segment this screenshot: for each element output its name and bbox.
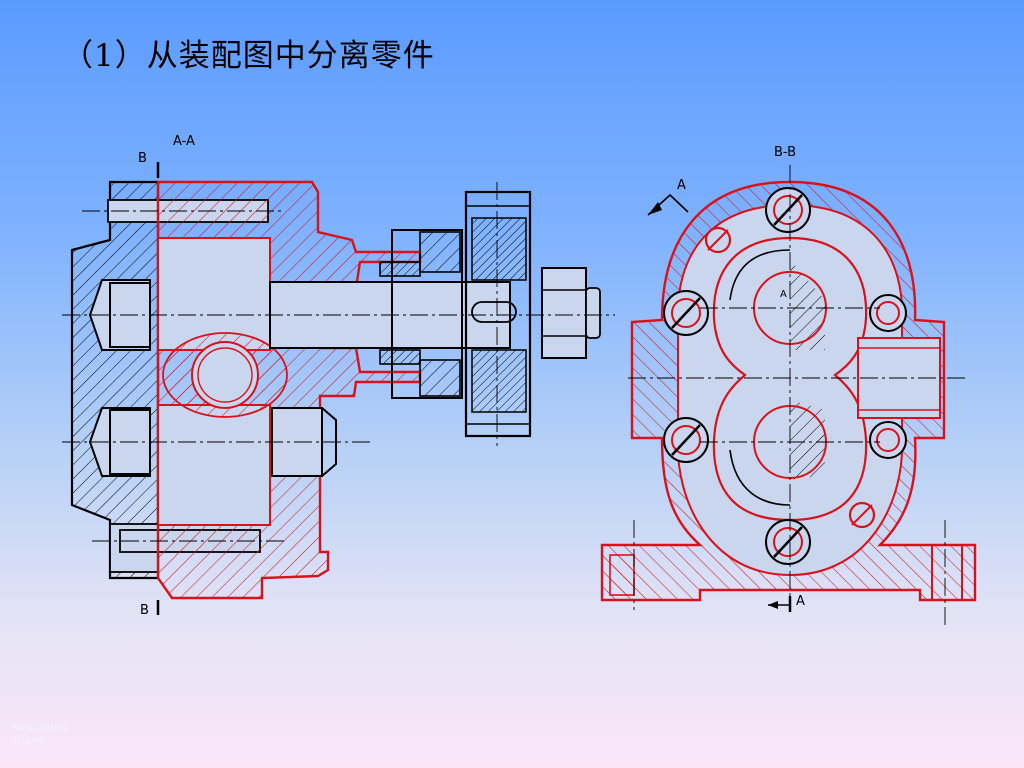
- section-marker-a-top: A: [677, 178, 686, 193]
- pump-body-red: [156, 180, 422, 600]
- section-marker-b-bottom: B: [140, 603, 149, 618]
- section-marker-a-center: A: [780, 289, 787, 300]
- section-view-bb: B-B A A A: [600, 145, 977, 625]
- drive-gear: [464, 190, 532, 438]
- section-view-aa: A-A B B: [62, 134, 615, 618]
- section-marker-a-bottom: A: [796, 594, 805, 609]
- shaft-nut: [541, 267, 601, 359]
- center-lines: [62, 182, 615, 542]
- center-lines-bb: [628, 165, 968, 625]
- watermark-text: WANGCHEN GGANG: [10, 723, 68, 747]
- packing-gland: [379, 229, 463, 399]
- section-label-bb: B-B: [774, 145, 796, 160]
- section-label-aa: A-A: [173, 134, 195, 149]
- bolt-holes: [663, 187, 907, 565]
- page-title: （1）从装配图中分离零件: [62, 38, 435, 74]
- section-marker-b-top: B: [138, 151, 147, 166]
